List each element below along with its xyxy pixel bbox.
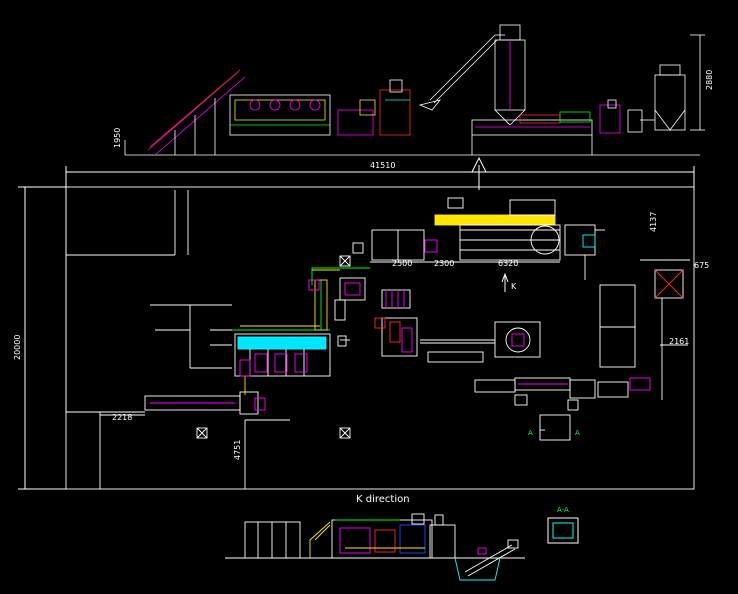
section-a-left: A	[528, 429, 533, 437]
inclined-conveyor	[147, 69, 246, 156]
silo	[494, 24, 526, 126]
extruder-line	[471, 99, 621, 155]
storage-bin	[627, 64, 686, 133]
section-aa-detail	[547, 517, 579, 544]
k-direction-arrow	[501, 272, 509, 292]
dewatering-unit	[337, 79, 411, 136]
overall-width-dimension	[18, 186, 66, 490]
k-marker: K	[511, 282, 517, 291]
dim-overall-width: 20000	[13, 335, 22, 360]
section-aa-label: A-A	[557, 506, 569, 514]
k-direction-label: K direction	[356, 494, 410, 505]
top-elevation-view	[124, 24, 705, 156]
dim-2300: 2300	[434, 259, 454, 268]
dim-2880: 2880	[705, 70, 714, 90]
dim-overall-length: 41510	[370, 161, 395, 170]
k-view-arrow	[471, 156, 487, 190]
dim-2218: 2218	[112, 413, 132, 422]
dim-1950: 1950	[113, 128, 122, 148]
dim-4751: 4751	[233, 440, 242, 460]
dim-675: 675	[694, 261, 709, 270]
plan-equipment	[144, 197, 684, 441]
dim-6320: 6320	[498, 259, 518, 268]
overall-length-dimension	[65, 166, 695, 190]
bottom-elevation-view	[225, 513, 525, 581]
washing-tank-plan	[237, 336, 327, 350]
dim-4137: 4137	[649, 212, 658, 232]
washing-tank	[229, 94, 331, 136]
section-a-right: A	[575, 429, 580, 437]
dim-2161: 2161	[669, 337, 689, 346]
pneumatic-pipe	[418, 34, 505, 111]
plan-view	[65, 186, 695, 490]
dim-2500: 2500	[392, 259, 412, 268]
